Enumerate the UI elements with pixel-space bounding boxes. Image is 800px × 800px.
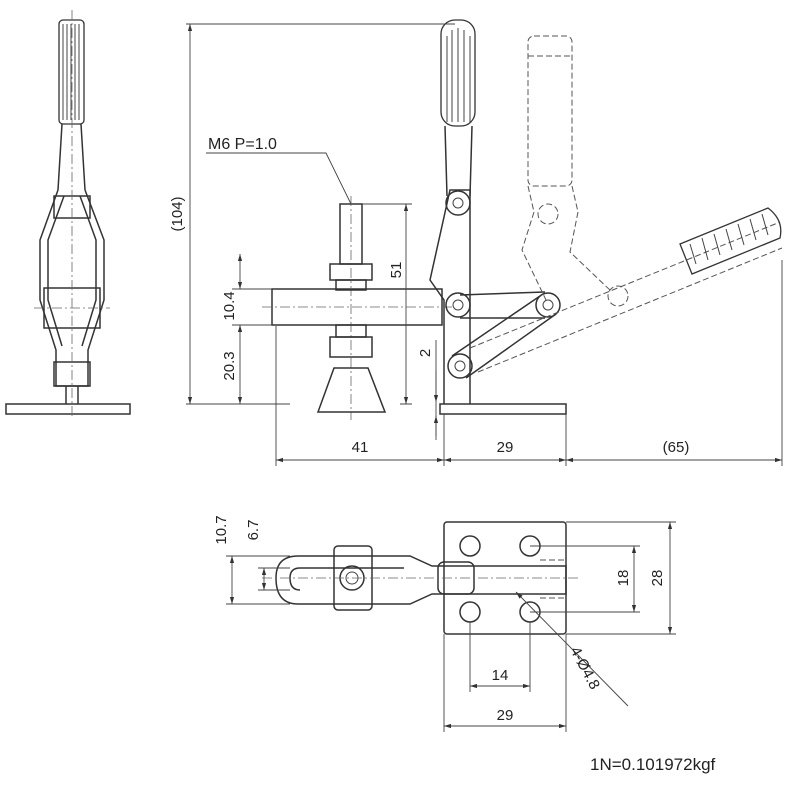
dim-base-offset: 2 [417, 349, 434, 357]
released-handle-grip [679, 207, 782, 275]
dimension-lines [186, 23, 783, 732]
dim-base-width: 28 [649, 570, 666, 587]
dim-bar-height: 10.4 [221, 291, 238, 320]
dim-overall-height: (104) [169, 196, 186, 231]
dim-hole-pitch-x: 14 [492, 667, 509, 684]
dim-top-base-length: 29 [497, 707, 514, 724]
dim-spindle-height: 51 [388, 262, 405, 279]
top-view [262, 521, 580, 635]
dim-base-length: 29 [497, 439, 514, 456]
front-view [5, 10, 131, 418]
thread-spec-label: M6 P=1.0 [208, 136, 277, 153]
dim-base-height: 20.3 [221, 351, 238, 380]
side-handle-grip [440, 19, 476, 127]
dim-spindle-reach: 41 [352, 439, 369, 456]
dim-handle-reach: (65) [663, 439, 690, 456]
side-view [262, 19, 783, 420]
dim-hole-pitch-y: 18 [615, 570, 632, 587]
front-handle-grip [58, 19, 85, 125]
unit-conversion-note: 1N=0.101972kgf [590, 755, 716, 774]
dim-arm-width: 10.7 [213, 515, 230, 544]
hole-callout: 4-Ø4.8 [566, 644, 603, 692]
dim-slot-width: 6.7 [245, 520, 262, 541]
